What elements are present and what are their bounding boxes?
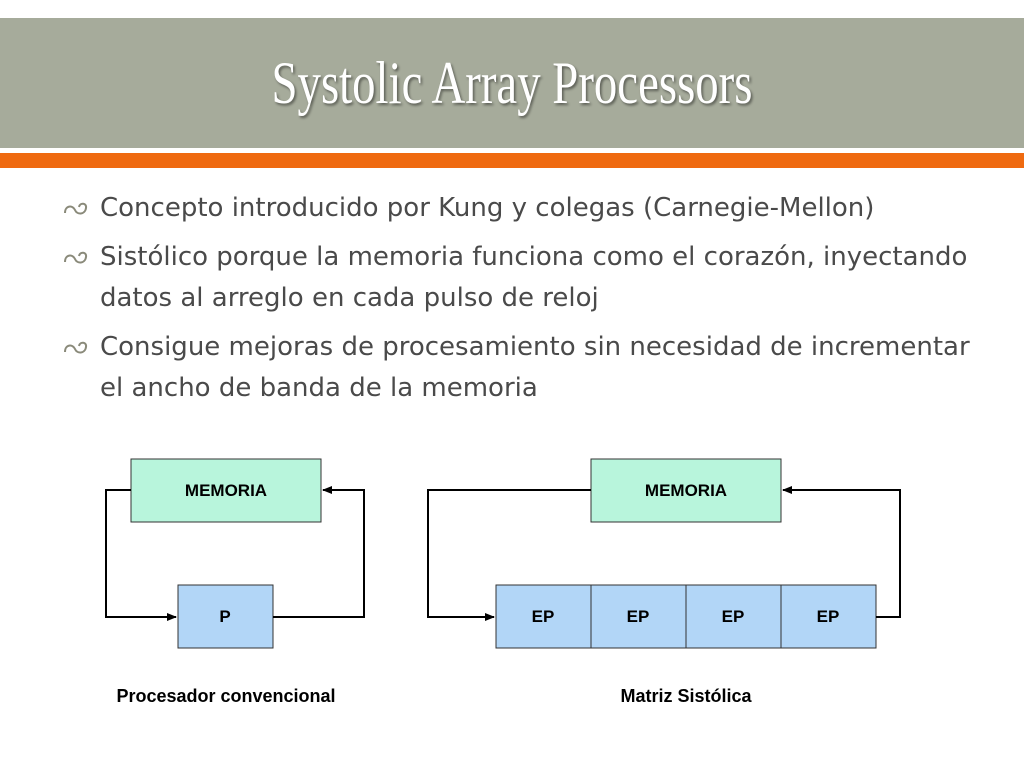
memory-box-label: MEMORIA — [645, 481, 727, 500]
bullet-item: Consigue mejoras de procesamiento sin ne… — [62, 327, 982, 409]
systolic-array-diagram: MEMORIA EP EP EP EP Matriz Sistólica — [427, 458, 901, 706]
swash-bullet-icon — [64, 341, 88, 354]
processing-element-label: EP — [627, 607, 650, 626]
memory-to-processor-arrow — [105, 489, 177, 621]
memory-to-array-arrow — [427, 489, 591, 621]
processor-box-label: P — [219, 607, 230, 626]
accent-rule — [0, 153, 1024, 168]
bullet-list: Concepto introducido por Kung y colegas … — [62, 188, 982, 417]
swash-bullet-icon — [64, 251, 88, 264]
processing-element-label: EP — [722, 607, 745, 626]
processing-element-box — [495, 584, 592, 649]
slide-title: Systolic Array Processors — [271, 50, 753, 116]
swash-bullet-icon — [64, 202, 88, 215]
processing-element-box — [780, 584, 877, 649]
bullet-text: Sistólico porque la memoria funciona com… — [100, 242, 968, 313]
bullet-item: Sistólico porque la memoria funciona com… — [62, 237, 982, 319]
array-to-memory-arrow — [782, 486, 901, 618]
processing-element-label: EP — [817, 607, 840, 626]
processing-element-box — [685, 584, 782, 649]
conventional-caption: Procesador convencional — [116, 686, 335, 706]
title-band: Systolic Array Processors — [0, 18, 1024, 148]
systolic-caption: Matriz Sistólica — [620, 686, 752, 706]
processor-to-memory-arrow — [273, 486, 365, 618]
bullet-text: Consigue mejoras de procesamiento sin ne… — [100, 332, 970, 403]
bullet-text: Concepto introducido por Kung y colegas … — [100, 193, 875, 223]
processing-element-label: EP — [532, 607, 555, 626]
bullet-item: Concepto introducido por Kung y colegas … — [62, 188, 982, 229]
memory-box-label: MEMORIA — [185, 481, 267, 500]
memory-box — [590, 458, 782, 523]
conventional-processor-diagram: MEMORIA P Procesador convencional — [105, 458, 365, 706]
processing-element-box — [590, 584, 687, 649]
